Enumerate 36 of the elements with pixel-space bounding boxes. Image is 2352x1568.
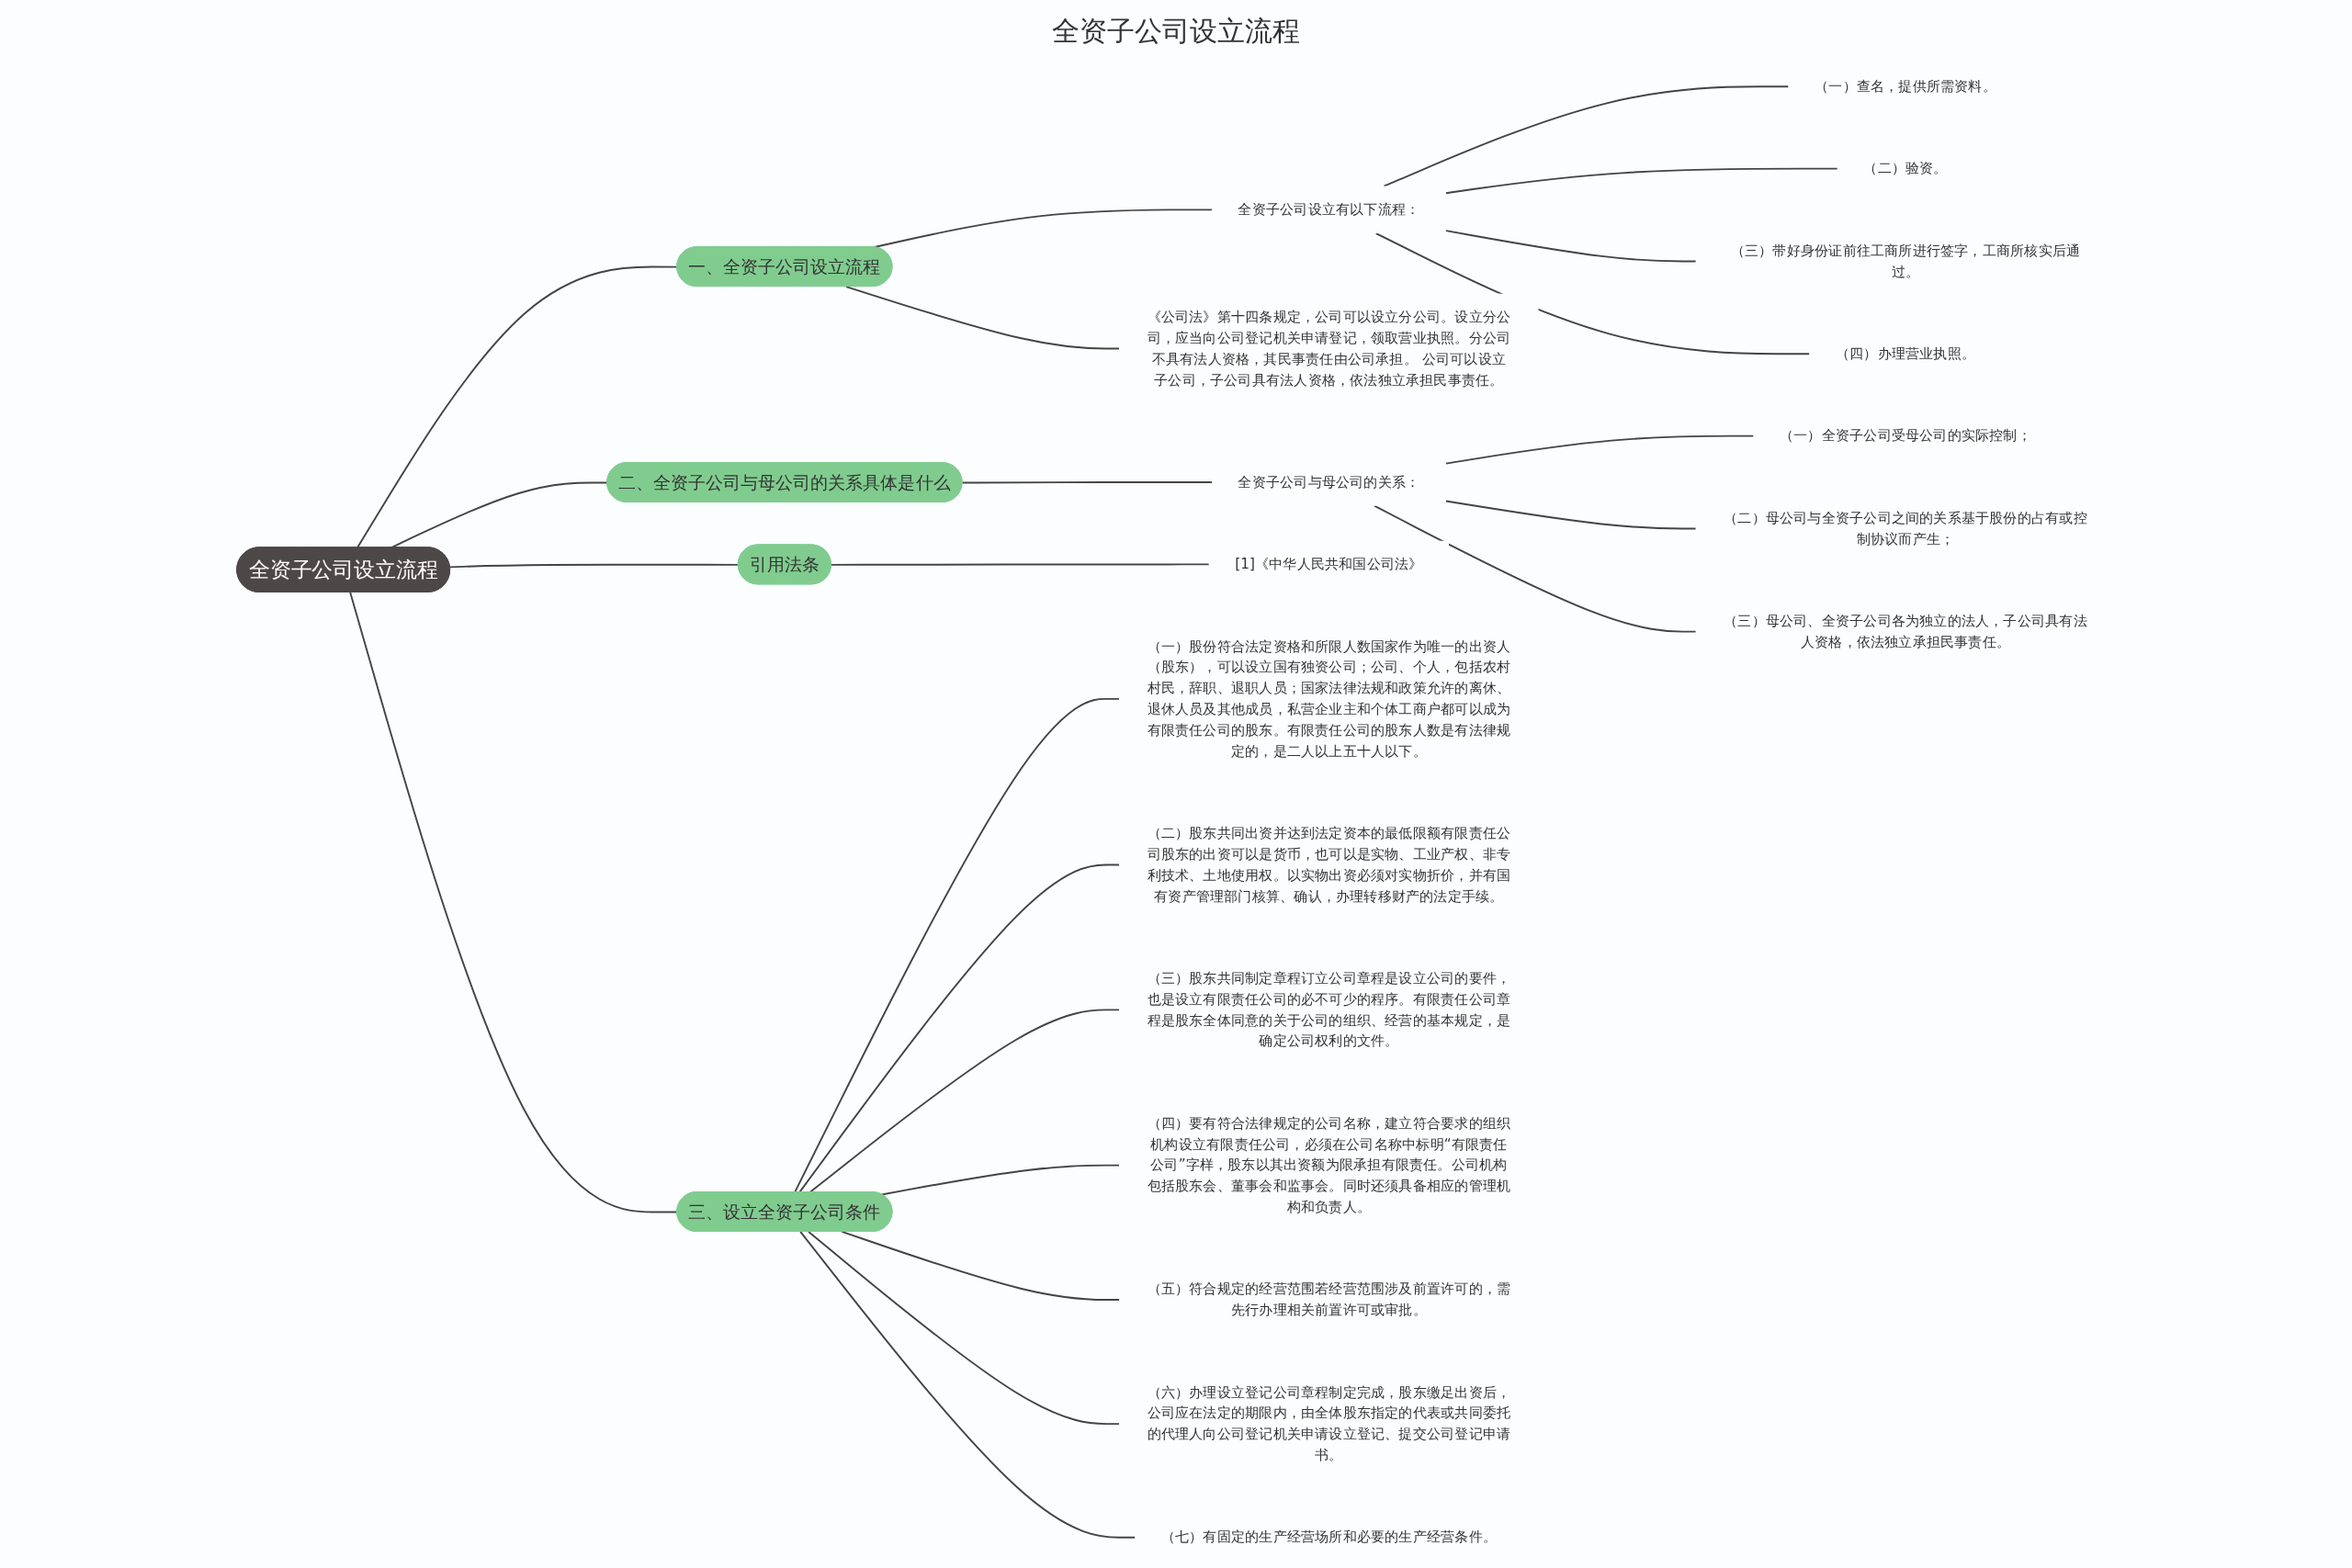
connector — [808, 1009, 1121, 1194]
connector — [799, 1230, 1136, 1539]
node-text: （三）股东共同制定章程订立公司章程是设立公司的要件，也是设立有限责任公司的必不可少的程序。有限责任公司章程是股东全体同意的关于公司的组织、经营的基本规定，是确定公司权利的文件。 — [1147, 969, 1511, 1050]
node-text: （三）带好身份证前往工商所进行签字，工商所核实后通过。 — [1730, 242, 2081, 280]
node-text: 全资子公司设立有以下流程： — [1238, 200, 1420, 218]
node-text: （四）办理营业执照。 — [1835, 344, 1976, 362]
connector — [448, 563, 740, 569]
diagram-title: 全资子公司设立流程 — [1052, 14, 1300, 49]
node-text: （六）办理设立登记公司章程制定完成，股东缴足出资后，公司应在法定的期限内，由全体股东指定的代表或共同委托的代理人向公司登记机关申请设立登记、提交公司登记申请书。 — [1147, 1383, 1511, 1463]
node-text: （一）全资子公司受母公司的实际控制； — [1780, 427, 2031, 445]
node-text: （五）符合规定的经营范围若经营范围涉及前置许可的，需先行办理相关前置许可或审批。 — [1147, 1280, 1511, 1319]
node-text: 全资子公司与母公司的关系： — [1238, 473, 1420, 491]
connector — [1374, 232, 1811, 355]
connector — [1444, 167, 1838, 195]
connector — [794, 697, 1121, 1194]
connector — [961, 481, 1213, 484]
connector — [1374, 504, 1697, 633]
node-text: [1]《中华人民共和国公司法》 — [1235, 555, 1423, 572]
connector — [845, 286, 1121, 350]
connector — [841, 1230, 1121, 1302]
node-text: （二）母公司与全资子公司之间的关系基于股份的占有或控制协议而产生； — [1724, 509, 2087, 547]
connector — [1444, 230, 1697, 263]
connector — [1444, 500, 1697, 530]
connector — [1383, 85, 1790, 187]
node-text: （七）有固定的生产经营场所和必要的生产经营条件。 — [1160, 1529, 1497, 1546]
node-text: 《公司法》第十四条规定，公司可以设立分公司。设立分公司，应当向公司登记机关申请登记，领取营业执照。分公司不具有法人资格，其民事责任由公司承担。 公司可以设立子公司，子公司具有法人资格，依法独立承担民事责任。 — [1147, 308, 1511, 389]
node-text: （四）要有符合法律规定的公司名称，建立符合要求的组织机构设立有限责任公司，必须在公司名称中标明“有限责任公司”字样，股东以其出资额为限承担有限责任。公司机构包括股东会、董事会和监事会。同时还须具备相应的管理机构和负责人。 — [1147, 1114, 1511, 1215]
connector — [808, 1230, 1121, 1426]
connector — [798, 863, 1121, 1194]
node-text: （二）股东共同出资并达到法定资本的最低限额有限责任公司股东的出资可以是货币，也可以是实物、工业产权、非专利技术、土地使用权。以实物出资必须对实物折价，并有国有资产管理部门核算、确认，办理转移财产的法定手续。 — [1147, 824, 1511, 905]
connector — [830, 563, 1210, 566]
node-text: （一）查名，提供所需资料。 — [1815, 77, 1996, 95]
node-text: （三）母公司、全资子公司各为独立的法人，子公司具有法人资格，依法独立承担民事责任。 — [1724, 612, 2087, 650]
node-text: （一）股份符合法定资格和所限人数国家作为唯一的出资人（股东），可以设立国有独资公司；公司、个人，包括农村村民，辞职、退职人员；国家法律法规和政策允许的离休、退休人员及其他成员，私营企业主和个体工商户都可以成为有限责任公司的股东。有限责任公司的股东人数是有法律规定的，是二人以上五十人以下。 — [1147, 637, 1511, 760]
node-text: （二）验资。 — [1863, 160, 1948, 177]
connector — [1444, 434, 1755, 465]
